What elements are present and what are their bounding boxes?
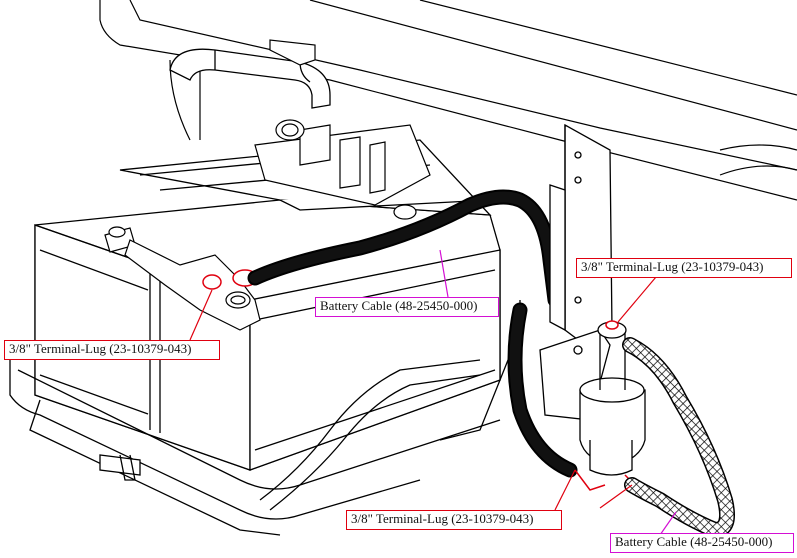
coolant-hose <box>169 48 331 109</box>
solenoid <box>574 320 646 491</box>
braided-battery-cable <box>622 337 735 539</box>
left-terminal-assembly <box>104 226 261 331</box>
battery-cable-callout-top: Battery Cable (48-25450-000) <box>315 297 499 317</box>
battery-tray <box>9 300 521 536</box>
fuse-block <box>254 39 431 220</box>
battery-cable-callout-bottom: Battery Cable (48-25450-000) <box>610 533 794 553</box>
terminal-lug-callout-left: 3/8" Terminal-Lug (23-10379-043) <box>4 340 220 360</box>
leader-lines <box>189 249 677 536</box>
terminal-lug-callout-right: 3/8" Terminal-Lug (23-10379-043) <box>576 258 792 278</box>
top-battery-cable <box>247 189 578 478</box>
terminal-lug-callout-bottom: 3/8" Terminal-Lug (23-10379-043) <box>346 510 562 530</box>
